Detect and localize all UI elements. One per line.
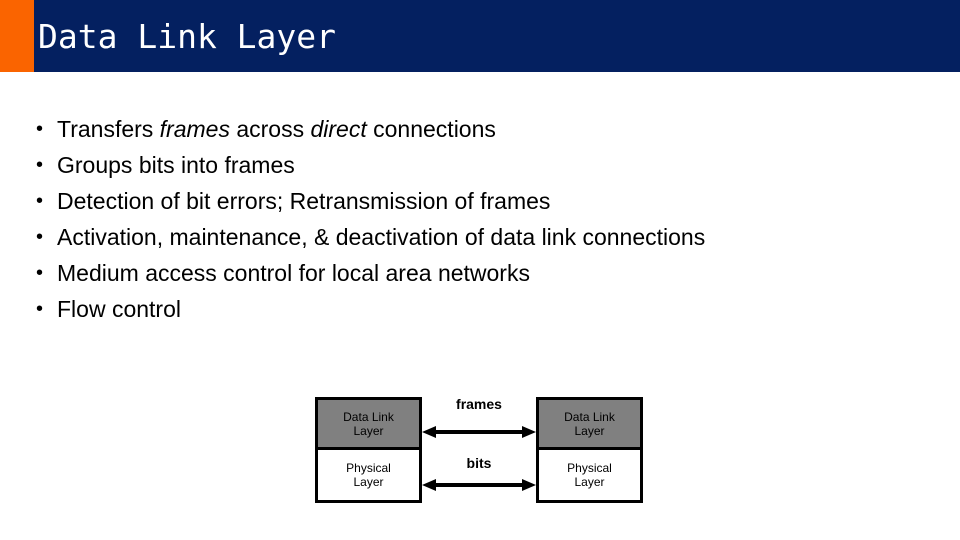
right-data-link-layer-box: Data Link Layer [536,397,643,450]
text-segment: connections [366,116,496,142]
layer-label-line1: Physical [567,461,612,475]
bullet-marker-icon: • [36,118,44,140]
layer-label-line2: Layer [574,423,605,438]
list-item: • Flow control [36,293,936,329]
frames-double-arrow-icon [422,426,536,438]
layer-label-line1: Data Link [564,409,615,424]
left-physical-layer-box: Physical Layer [315,450,422,503]
layer-label-line1: Data Link [343,409,394,424]
slide-header-bar: Data Link Layer [0,0,960,72]
text-segment-italic: frames [159,116,230,142]
bullet-marker-icon: • [36,226,44,248]
right-physical-layer-box: Physical Layer [536,450,643,503]
list-item: • Detection of bit errors; Retransmissio… [36,185,936,221]
list-item-text: Medium access control for local area net… [57,260,530,286]
list-item-text: Activation, maintenance, & deactivation … [57,224,706,250]
bits-double-arrow-icon [422,479,536,491]
text-segment: across [229,116,311,142]
layer-label-line2: Layer [353,423,384,438]
frames-connection-label: frames [456,396,502,412]
layer-label-line1: Physical [346,461,391,475]
page-title: Data Link Layer [38,17,337,56]
list-item-text: Detection of bit errors; Retransmission … [57,188,551,214]
bits-connection-label: bits [466,455,492,471]
list-item: • Groups bits into frames [36,149,936,185]
bullet-marker-icon: • [36,190,44,212]
list-item: • Medium access control for local area n… [36,257,936,293]
bullet-list: • Transfers frames across direct connect… [36,113,936,329]
bullet-marker-icon: • [36,154,44,176]
layer-label-line2: Layer [574,475,605,489]
list-item: • Transfers frames across direct connect… [36,113,936,149]
header-accent-stripe [0,0,34,72]
text-segment-italic: direct [310,116,367,142]
text-segment: Transfers [57,116,160,142]
right-protocol-stack: Data Link Layer Physical Layer [536,397,643,503]
list-item-text: Groups bits into frames [57,152,295,178]
list-item: • Activation, maintenance, & deactivatio… [36,221,936,257]
bullet-marker-icon: • [36,298,44,320]
list-item-text: Flow control [57,296,181,322]
list-item-text: Transfers frames across direct connectio… [57,113,496,146]
left-protocol-stack: Data Link Layer Physical Layer [315,397,422,503]
layer-label-line2: Layer [353,475,384,489]
bullet-marker-icon: • [36,262,44,284]
left-data-link-layer-box: Data Link Layer [315,397,422,450]
